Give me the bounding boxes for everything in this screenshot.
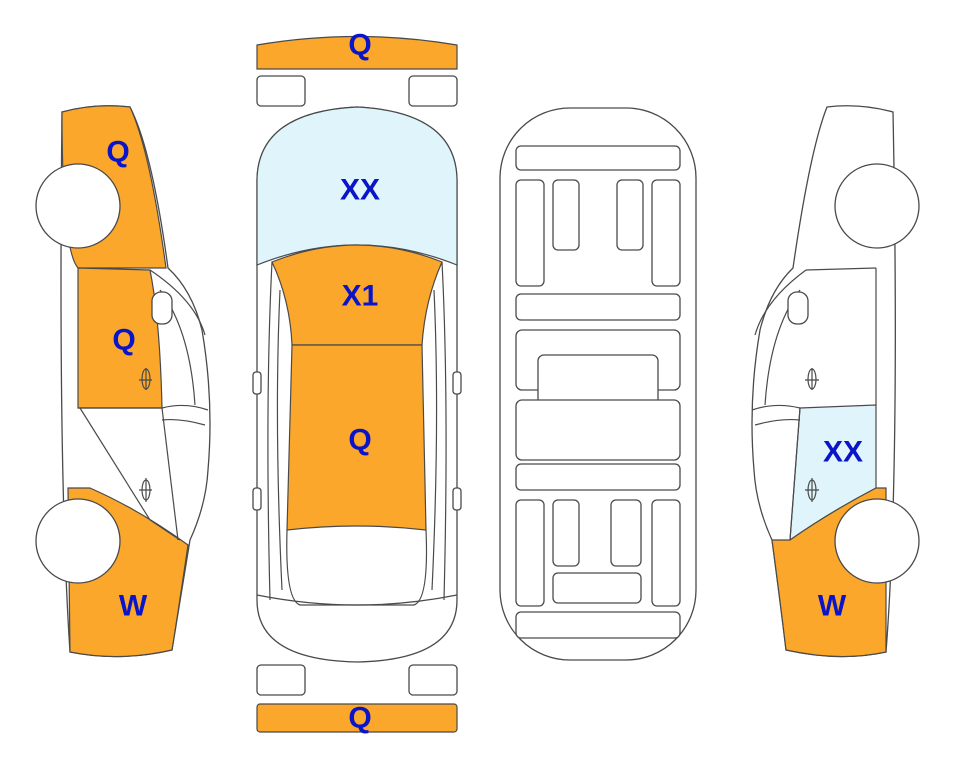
label-right-rear-quarter: W bbox=[818, 590, 847, 623]
label-hood: X1 bbox=[342, 280, 379, 313]
underside-view bbox=[499, 107, 697, 661]
left-front-wheel bbox=[35, 163, 121, 249]
label-rear-bumper: Q bbox=[348, 702, 371, 735]
label-left-front-door: Q bbox=[112, 324, 135, 357]
label-left-front-fender: Q bbox=[106, 136, 129, 169]
left-rear-wheel bbox=[35, 498, 121, 584]
front-bumper-panel bbox=[256, 35, 458, 70]
hood-panel bbox=[271, 244, 443, 346]
right-rear-wheel bbox=[834, 498, 920, 584]
rear-bumper-panel bbox=[256, 703, 458, 733]
right-front-wheel bbox=[834, 163, 920, 249]
label-right-rear-door-glass: XX bbox=[823, 436, 863, 469]
label-left-rear-quarter: W bbox=[119, 590, 148, 623]
label-front-bumper: Q bbox=[348, 29, 371, 62]
top-view: Q Q XX X1 Q bbox=[252, 29, 462, 735]
roof-panel bbox=[286, 344, 427, 531]
label-roof: Q bbox=[348, 424, 371, 457]
right-side-view: XX W bbox=[751, 105, 920, 658]
left-side-view: Q Q W bbox=[35, 105, 211, 658]
label-windshield: XX bbox=[340, 174, 380, 207]
